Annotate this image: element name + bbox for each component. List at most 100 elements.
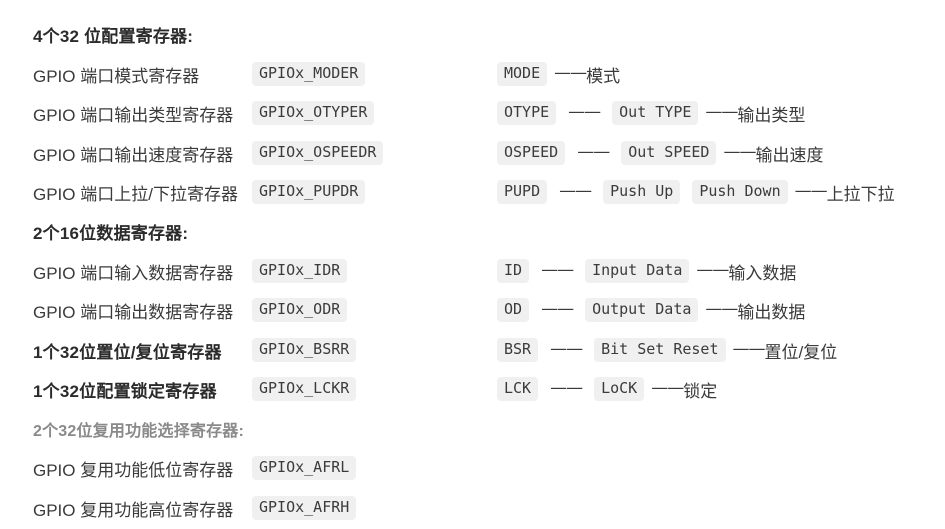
register-code-moder: GPIOx_MODER — [252, 61, 366, 87]
dash-connector: —— — [705, 299, 738, 319]
mnemonic-abbr-id: ID — [497, 258, 530, 284]
register-label-afrl: GPIO 复用功能低位寄存器 — [33, 460, 234, 480]
register-code-afrl: GPIOx_AFRL — [252, 455, 357, 481]
dash-connector: —— — [794, 181, 828, 201]
row-idr-left: GPIO 端口输入数据寄存器 — [33, 251, 233, 291]
mnemonic-expansion-otype: Out TYPE — [612, 100, 699, 126]
mnemonic-abbr-pupd: PUPD — [497, 179, 548, 205]
dash-connector: —— — [541, 260, 574, 280]
register-code-lckr: GPIOx_LCKR — [252, 376, 357, 402]
dash-connector: —— — [577, 142, 610, 162]
register-row-idr: GPIO 端口输入数据寄存器 GPIOx_IDR ID —— Input Dat… — [0, 251, 945, 291]
mnemonic-expansion-output-data: Output Data — [585, 297, 699, 323]
mnemonic-expansion-ospeed: Out SPEED — [621, 140, 717, 166]
register-code-pupdr: GPIOx_PUPDR — [252, 179, 366, 205]
dash-connector: —— — [723, 142, 756, 162]
row-ospeedr-left: GPIO 端口输出速度寄存器 — [33, 133, 233, 173]
mnemonic-meaning-otype: 输出类型 — [737, 105, 806, 125]
section-heading-data-registers: 2个16位数据寄存器: — [33, 223, 189, 243]
row-pupdr-left: GPIO 端口上拉/下拉寄存器 — [33, 172, 238, 212]
row-ospeedr-code-wrap: GPIOx_OSPEEDR — [252, 133, 384, 173]
mnemonic-abbr-bsr: BSR — [497, 337, 539, 363]
heading-2-wrap: 2个16位数据寄存器: — [33, 211, 188, 251]
row-odr-code-wrap: GPIOx_ODR — [252, 290, 348, 330]
mnemonic-abbr-mode: MODE — [497, 61, 548, 87]
register-code-bsrr: GPIOx_BSRR — [252, 337, 357, 363]
register-row-odr: GPIO 端口输出数据寄存器 GPIOx_ODR OD —— Output Da… — [0, 290, 945, 330]
section-heading-config-registers: 4个32 位配置寄存器: — [33, 26, 194, 46]
dash-connector: —— — [651, 378, 684, 398]
row-ospeedr-right: OSPEED —— Out SPEED —— 输出速度 — [497, 133, 823, 173]
mnemonic-abbr-lck: LCK — [497, 376, 539, 402]
row-odr-left: GPIO 端口输出数据寄存器 — [33, 290, 233, 330]
register-label-moder: GPIO 端口模式寄存器 — [33, 66, 200, 86]
section-heading-alternate-function-registers: 2个32位复用功能选择寄存器: — [33, 423, 245, 440]
dash-connector: —— — [696, 260, 729, 280]
register-row-otyper: GPIO 端口输出类型寄存器 GPIOx_OTYPER OTYPE —— Out… — [0, 93, 945, 133]
mnemonic-expansion-bit-set-reset: Bit Set Reset — [594, 337, 726, 363]
register-row-moder: GPIO 端口模式寄存器 GPIOx_MODER MODE —— 模式 — [0, 54, 945, 94]
mnemonic-expansion-push-down: Push Down — [692, 179, 788, 205]
register-label-bsrr: 1个32位置位/复位寄存器 — [33, 342, 222, 362]
row-bsrr-right: BSR —— Bit Set Reset —— 置位/复位 — [497, 330, 837, 370]
row-lckr-right: LCK —— LoCK —— 锁定 — [497, 369, 717, 409]
mnemonic-abbr-ospeed: OSPEED — [497, 140, 566, 166]
row-moder-code-wrap: GPIOx_MODER — [252, 54, 366, 94]
register-label-lckr: 1个32位配置锁定寄存器 — [33, 381, 217, 401]
register-code-idr: GPIOx_IDR — [252, 258, 348, 284]
row-otyper-right: OTYPE —— Out TYPE —— 输出类型 — [497, 93, 805, 133]
register-label-ospeedr: GPIO 端口输出速度寄存器 — [33, 145, 234, 165]
mnemonic-expansion-input-data: Input Data — [585, 258, 690, 284]
register-code-odr: GPIOx_ODR — [252, 297, 348, 323]
row-pupdr-code-wrap: GPIOx_PUPDR — [252, 172, 366, 212]
dash-connector: —— — [550, 339, 583, 359]
register-row-pupdr: GPIO 端口上拉/下拉寄存器 GPIOx_PUPDR PUPD —— Push… — [0, 172, 945, 212]
mnemonic-meaning-od: 输出数据 — [737, 302, 806, 322]
row-afrh-left: GPIO 复用功能高位寄存器 — [33, 488, 233, 528]
mnemonic-abbr-od: OD — [497, 297, 530, 323]
dash-connector: —— — [732, 339, 766, 359]
row-afrl-left: GPIO 复用功能低位寄存器 — [33, 448, 233, 488]
register-row-lckr: 1个32位配置锁定寄存器 GPIOx_LCKR LCK —— LoCK —— 锁… — [0, 369, 945, 409]
row-bsrr-code-wrap: GPIOx_BSRR — [252, 330, 357, 370]
register-label-afrh: GPIO 复用功能高位寄存器 — [33, 500, 234, 520]
row-afrl-code-wrap: GPIOx_AFRL — [252, 448, 357, 488]
dash-connector: —— — [554, 63, 587, 83]
register-label-pupdr: GPIO 端口上拉/下拉寄存器 — [33, 184, 238, 204]
mnemonic-abbr-otype: OTYPE — [497, 100, 557, 126]
row-otyper-left: GPIO 端口输出类型寄存器 — [33, 93, 233, 133]
register-code-ospeedr: GPIOx_OSPEEDR — [252, 140, 384, 166]
row-moder-left: GPIO 端口模式寄存器 — [33, 54, 217, 94]
heading-1-wrap: 4个32 位配置寄存器: — [33, 14, 193, 54]
mnemonic-meaning-id: 输入数据 — [728, 263, 797, 283]
register-code-otyper: GPIOx_OTYPER — [252, 100, 375, 126]
register-label-odr: GPIO 端口输出数据寄存器 — [33, 302, 234, 322]
mnemonic-expansion-push-up: Push Up — [603, 179, 681, 205]
heading-3-wrap: 2个32位复用功能选择寄存器: — [33, 409, 244, 449]
section-heading-row-3: 2个32位复用功能选择寄存器: — [0, 409, 945, 449]
row-idr-code-wrap: GPIOx_IDR — [252, 251, 348, 291]
mnemonic-meaning-ospeed: 输出速度 — [755, 145, 824, 165]
mnemonic-meaning-pupd: 上拉下拉 — [826, 184, 895, 204]
row-odr-right: OD —— Output Data —— 输出数据 — [497, 290, 805, 330]
row-lckr-left: 1个32位配置锁定寄存器 — [33, 369, 217, 409]
dash-connector: —— — [550, 378, 583, 398]
row-pupdr-right: PUPD —— Push Up Push Down —— 上拉下拉 — [497, 172, 895, 212]
dash-connector: —— — [568, 102, 601, 122]
register-code-afrh: GPIOx_AFRH — [252, 495, 357, 521]
mnemonic-meaning-mode: 模式 — [586, 66, 621, 86]
register-row-afrh: GPIO 复用功能高位寄存器 GPIOx_AFRH — [0, 488, 945, 528]
row-moder-right: MODE —— 模式 — [497, 54, 620, 94]
dash-connector: —— — [541, 299, 574, 319]
section-heading-row-1: 4个32 位配置寄存器: — [0, 14, 945, 54]
dash-connector: —— — [559, 181, 592, 201]
register-label-idr: GPIO 端口输入数据寄存器 — [33, 263, 234, 283]
row-otyper-code-wrap: GPIOx_OTYPER — [252, 93, 375, 133]
row-idr-right: ID —— Input Data —— 输入数据 — [497, 251, 796, 291]
register-label-otyper: GPIO 端口输出类型寄存器 — [33, 105, 234, 125]
mnemonic-expansion-lock: LoCK — [594, 376, 645, 402]
row-afrh-code-wrap: GPIOx_AFRH — [252, 488, 357, 528]
mnemonic-meaning-lck: 锁定 — [683, 381, 718, 401]
row-bsrr-left: 1个32位置位/复位寄存器 — [33, 330, 222, 370]
